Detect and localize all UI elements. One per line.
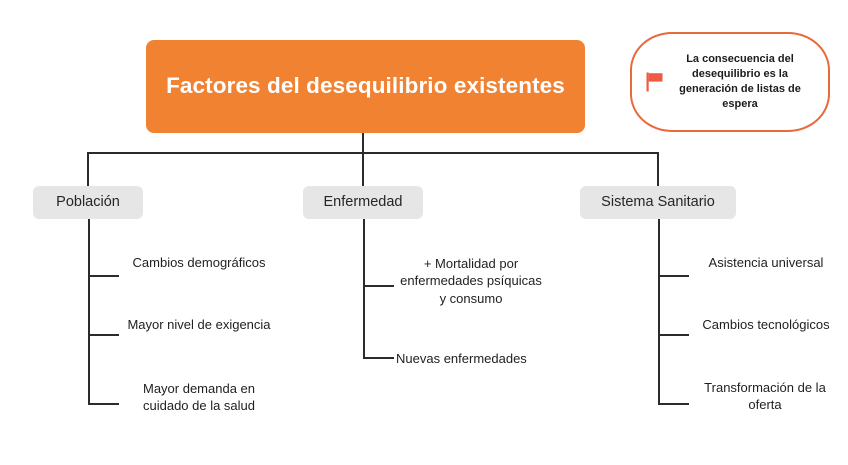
connector-stub-poblacion-3: [88, 403, 119, 405]
connector-drop-sistema-sanitario: [657, 152, 659, 186]
connector-drop-poblacion: [87, 152, 89, 186]
category-node-poblacion[interactable]: Población: [33, 186, 143, 219]
connector-drop-enfermedad: [362, 152, 364, 186]
leaf-sistema-1: Asistencia universal: [708, 255, 824, 270]
root-node[interactable]: Factores del desequilibrio existentes: [146, 40, 585, 133]
connector-stub-enfermedad-1: [363, 285, 394, 287]
connector-stub-sistema-3: [658, 403, 689, 405]
callout-text: La consecuencia del desequilibrio es la …: [679, 52, 801, 111]
connector-stub-enfermedad-2: [363, 357, 394, 359]
category-node-label: Enfermedad: [323, 194, 403, 211]
leaf-enfermedad-2: Nuevas enfermedades: [396, 351, 527, 366]
category-node-label: Población: [56, 194, 120, 211]
leaf-poblacion-3: Mayor demanda en cuidado de la salud: [142, 381, 256, 414]
callout-bubble[interactable]: La consecuencia del desequilibrio es la …: [630, 32, 830, 132]
category-node-enfermedad[interactable]: Enfermedad: [303, 186, 423, 219]
connector-stub-sistema-1: [658, 275, 689, 277]
connector-root-stem: [362, 133, 364, 153]
leaf-enfermedad-1: + Mortalidad por enfermedades psíquicas …: [400, 256, 542, 306]
connector-spine-enfermedad: [363, 219, 365, 359]
connector-stub-sistema-2: [658, 334, 689, 336]
root-node-label: Factores del desequilibrio existentes: [166, 73, 565, 99]
leaf-sistema-2: Cambios tecnológicos: [702, 317, 830, 332]
flag-icon: [646, 72, 663, 92]
connector-spine-poblacion: [88, 219, 90, 405]
leaf-sistema-3: Transformación de la oferta: [704, 380, 826, 413]
leaf-poblacion-1: Cambios demográficos: [132, 255, 266, 270]
connector-stub-poblacion-2: [88, 334, 119, 336]
category-node-label: Sistema Sanitario: [601, 194, 715, 211]
connector-horizontal-bus: [87, 152, 659, 154]
leaf-poblacion-2: Mayor nivel de exigencia: [127, 317, 271, 332]
connector-spine-sistema-sanitario: [658, 219, 660, 405]
connector-stub-poblacion-1: [88, 275, 119, 277]
category-node-sistema-sanitario[interactable]: Sistema Sanitario: [580, 186, 736, 219]
